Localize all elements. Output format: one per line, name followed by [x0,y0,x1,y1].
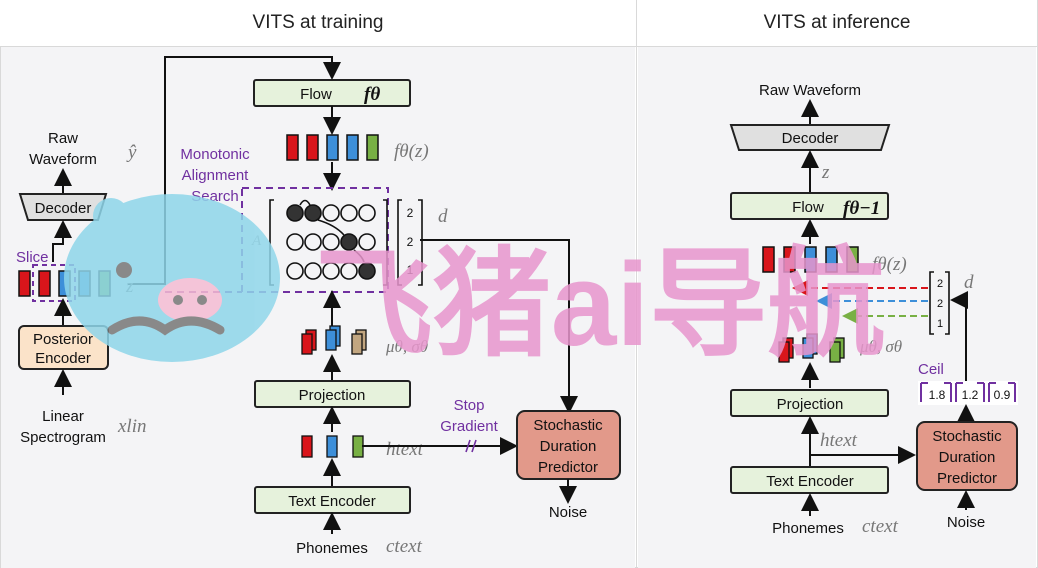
htext-bars [301,435,364,458]
inf-decoder-label: Decoder [782,130,839,147]
flow-box [253,79,411,107]
stop-gradient-label-2: Gradient [440,418,498,435]
text-encoder-label: Text Encoder [288,493,376,510]
inf-flow-bars [762,246,859,273]
inf-projection-label: Projection [777,396,844,413]
inf-sdp-label-1: Stochastic [932,428,1002,445]
duration-1: 2 [407,206,414,220]
inf-d-bracket-left [929,271,934,335]
flow-fn: fθ [364,84,380,105]
posterior-label-1: Posterior [33,331,93,348]
inf-duration-1: 2 [937,278,943,290]
inf-flow-label: Flow [792,199,824,216]
duration-bracket-left [397,199,402,286]
sdp-label-3: Predictor [538,459,598,476]
inference-header: VITS at inference [637,0,1037,47]
xlin-label: xlin [117,416,147,437]
inf-ceil-value-3: 0.9 [994,388,1011,402]
mas-label-2: Alignment [182,167,250,184]
ctext-label: ctext [386,536,423,557]
inf-decoder-trapezoid [729,124,891,151]
stop-gradient-mark-1 [465,439,471,453]
duration-2: 2 [407,235,414,249]
raw-waveform-2: Waveform [29,151,97,168]
flow-output-bars [286,134,379,161]
training-header: VITS at training [0,0,636,47]
posterior-label-2: Encoder [35,350,91,367]
inf-d-bracket-right [945,271,950,335]
stop-gradient-mark-2 [471,439,477,453]
y-hat-label: ŷ [126,142,137,163]
stop-gradient-label-1: Stop [454,397,485,414]
column-divider [636,0,637,568]
htext-label: htext [386,439,424,460]
inf-z-label: z [821,162,830,183]
mu-sigma-label: μθ, σθ [385,337,428,356]
d-label: d [438,206,448,227]
slice-label: Slice [16,249,49,266]
slice-to-decoder-arrow [52,220,72,262]
watermark-text: 飞猪ai导航 [315,239,885,371]
inf-htext-label: htext [820,430,858,451]
inf-sdp-label-2: Duration [939,449,996,466]
inf-noise-label: Noise [947,514,985,531]
mu-sigma-bars [301,325,367,355]
inf-flow-output: fθ(z) [872,254,907,275]
duration-3: 1 [407,263,414,277]
flow-output-label: fθ(z) [394,141,429,162]
phonemes-label: Phonemes [296,540,368,557]
watermark-logo [64,194,280,362]
decoder-label: Decoder [35,200,92,217]
inf-ceil-values [918,381,1018,405]
flow-label: Flow [300,86,332,103]
inf-flow-fn: fθ−1 [843,198,880,219]
mas-label-1: Monotonic [180,146,250,163]
duration-bracket-right [418,199,423,286]
projection-label: Projection [299,387,366,404]
inf-phonemes-label: Phonemes [772,520,844,537]
inf-duration-3: 1 [937,318,943,330]
sdp-label-1: Stochastic [533,417,603,434]
inf-duration-2: 2 [937,298,943,310]
d-to-sdp-arrow [420,239,578,414]
inf-ceil-label: Ceil [918,361,944,378]
sdp-label-2: Duration [540,438,597,455]
alignment-matrix [269,199,388,286]
linear-label-2: Spectrogram [20,429,106,446]
inf-ceil-value-1: 1.8 [929,388,946,402]
inf-ctext-label: ctext [862,516,899,537]
inf-text-encoder-label: Text Encoder [766,473,854,490]
inf-mu-sigma-label: μθ, σθ [859,337,902,356]
noise-label: Noise [549,504,587,521]
inf-d-label: d [964,272,974,293]
inf-raw-waveform: Raw Waveform [759,82,861,99]
linear-label-1: Linear [42,408,84,425]
inf-ceil-value-2: 1.2 [962,388,979,402]
inf-ceil-to-d-arrow [950,291,968,382]
inf-sdp-label-3: Predictor [937,470,997,487]
inf-mu-sigma-bars [778,333,845,363]
raw-waveform-1: Raw [48,130,78,147]
